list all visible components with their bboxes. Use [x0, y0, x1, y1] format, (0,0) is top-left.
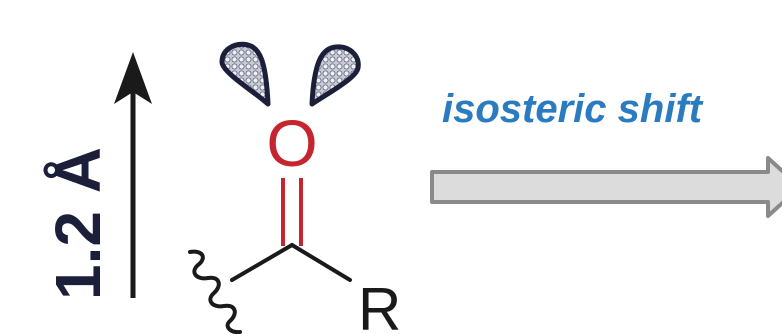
wavy-bond-icon	[188, 249, 242, 334]
carbon-bonds	[230, 243, 352, 282]
substituent-r: R	[358, 276, 401, 334]
teardrop-orbital-icon	[219, 41, 271, 107]
lone-pair-left	[219, 41, 271, 107]
lone-pair-right	[309, 44, 361, 107]
dimension-arrow	[114, 52, 152, 298]
carbonyl-double-bond	[281, 178, 303, 246]
reaction-arrow-icon	[430, 156, 782, 218]
distance-label: 1.2 Å	[42, 147, 114, 300]
teardrop-orbital-icon	[309, 44, 361, 107]
isosteric-shift-label: isosteric shift	[442, 87, 704, 131]
oxygen-atom: O	[266, 106, 317, 180]
